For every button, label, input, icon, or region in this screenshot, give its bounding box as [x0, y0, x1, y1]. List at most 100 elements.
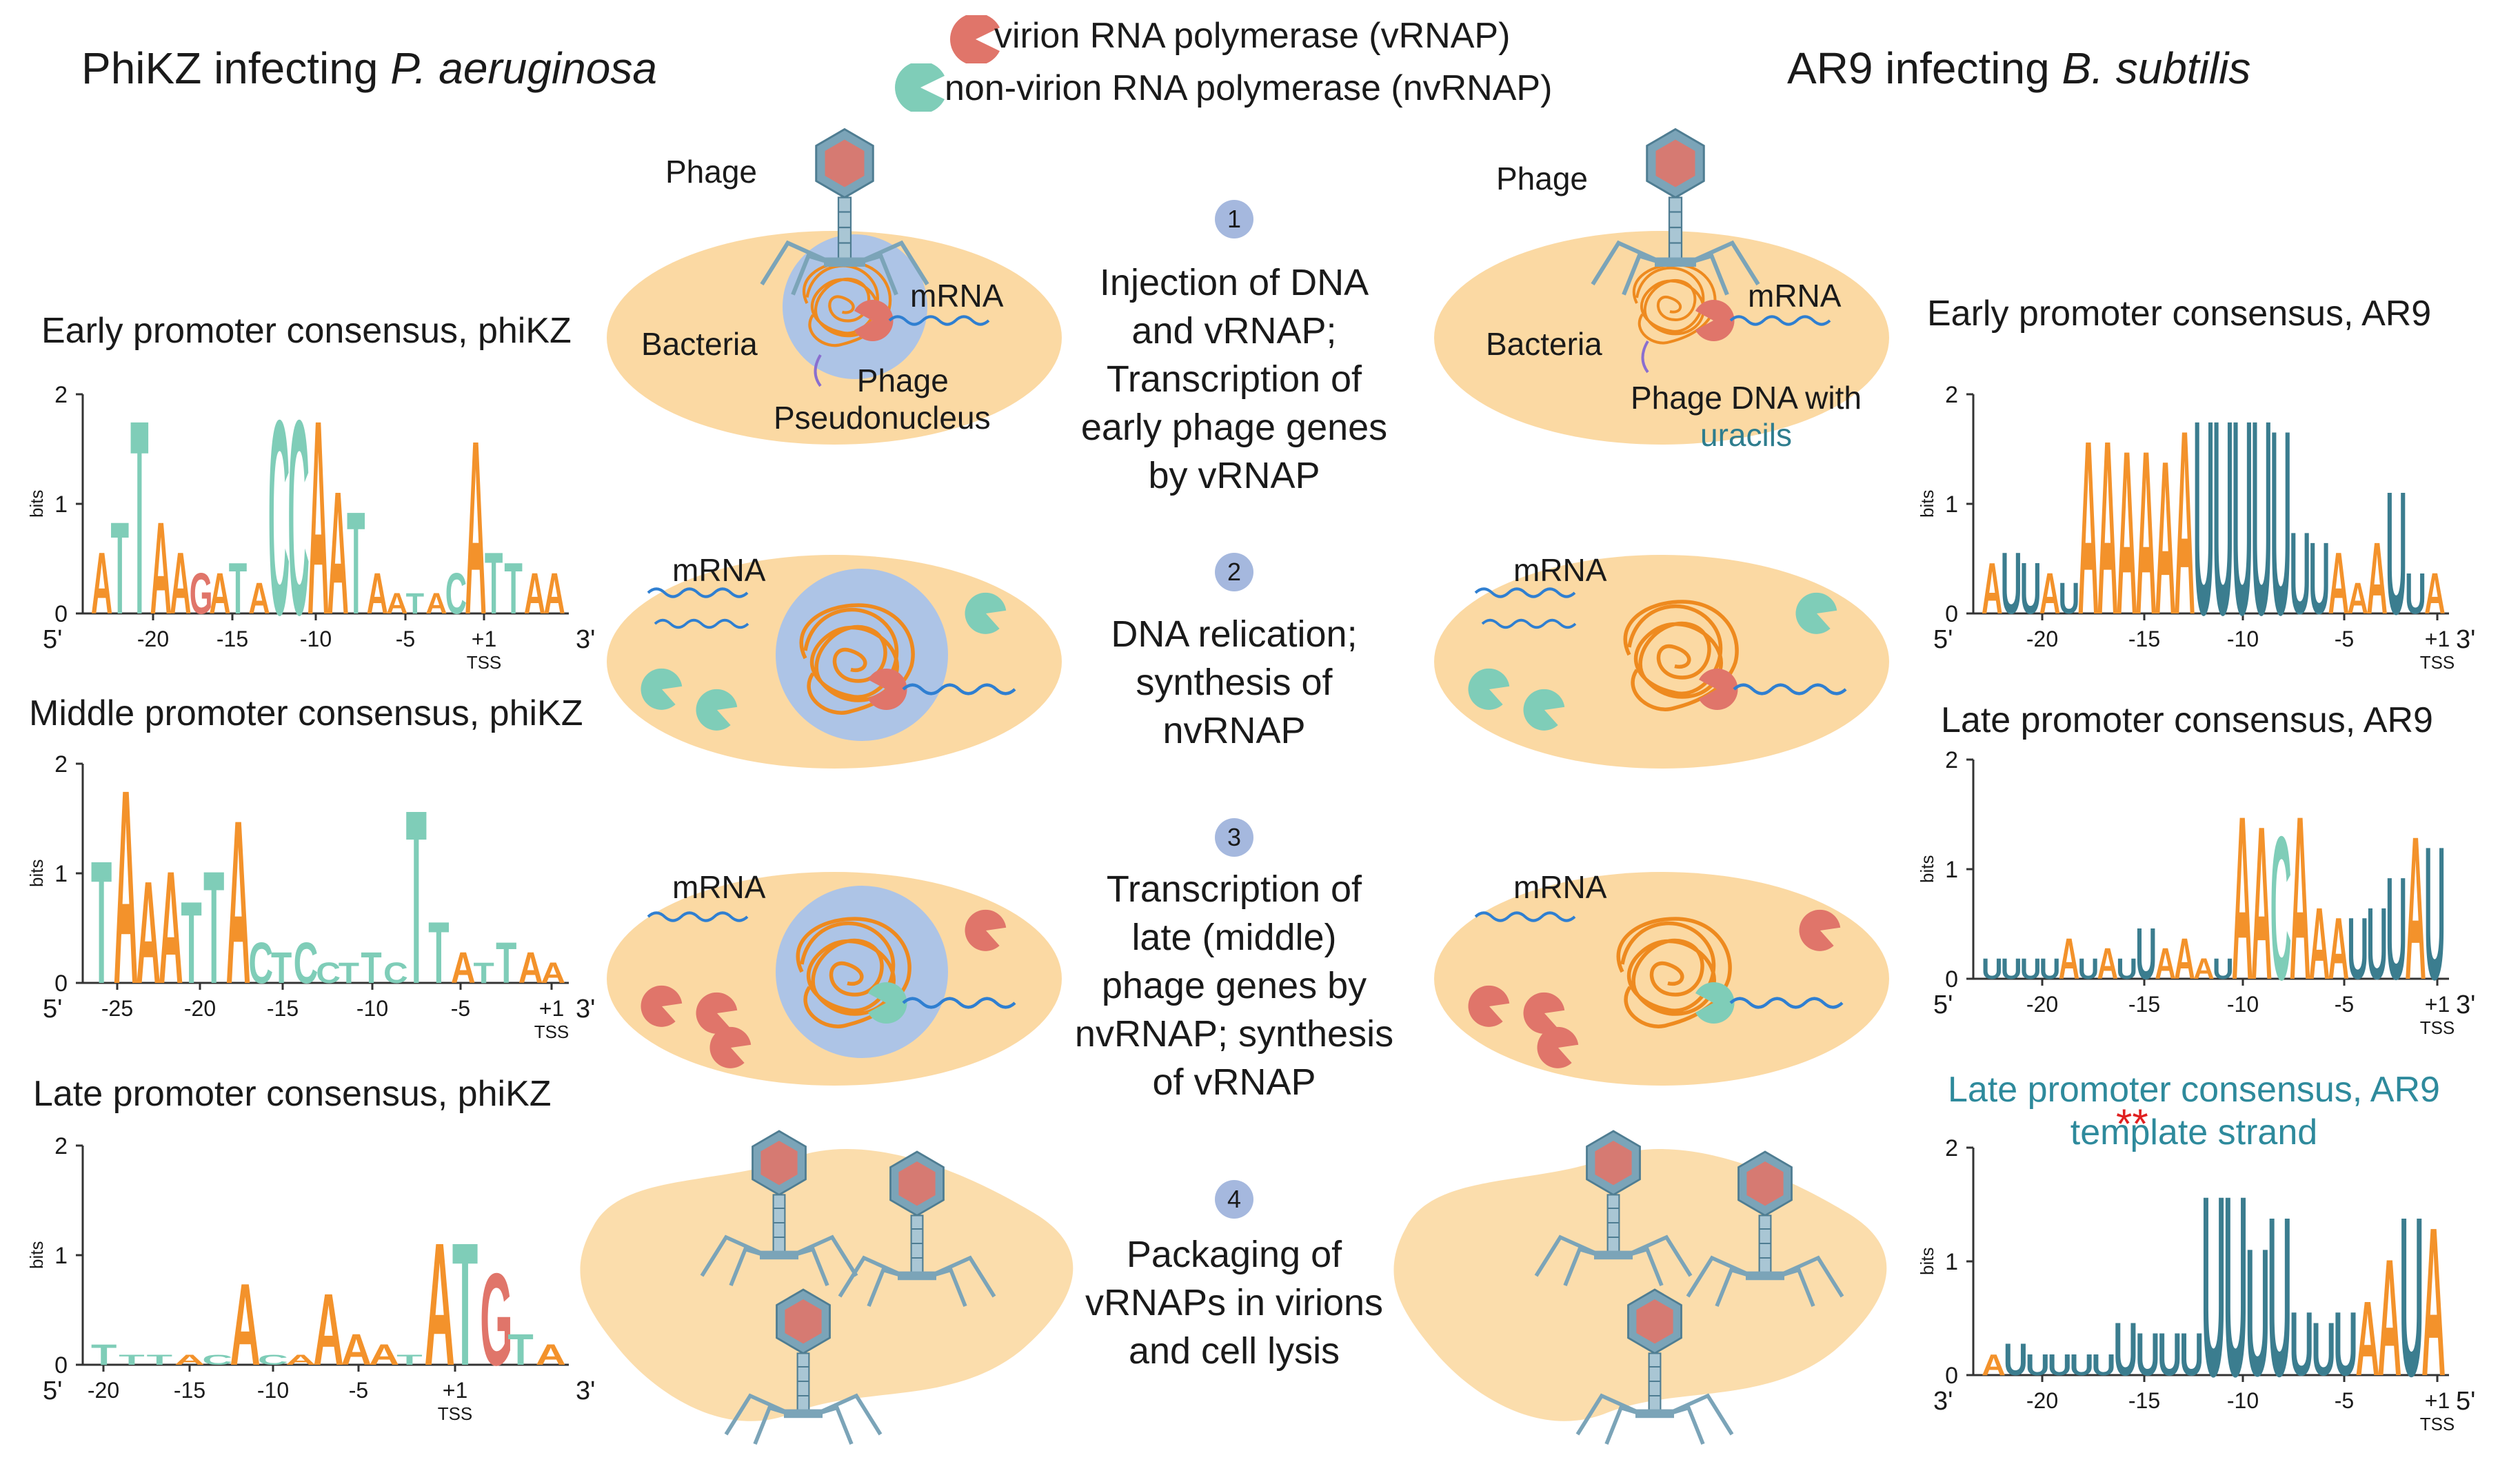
logo-letter: A [2421, 1183, 2446, 1421]
logo-letter: U [2113, 1308, 2137, 1392]
logo-y-tick-label: 2 [54, 382, 68, 408]
logo-letter: U [2399, 1169, 2424, 1423]
step-1-badge: 1 [1215, 200, 1253, 238]
logo-x-tick-label: -5 [451, 996, 470, 1021]
logo-x-tick-label: +1 [539, 996, 564, 1021]
logo-y-label: bits [26, 1241, 47, 1269]
logo-tss-label: TSS [2420, 652, 2455, 673]
logo-letter: U [2059, 575, 2080, 624]
logo-letter: G [480, 1247, 513, 1394]
logo-letter: A [2328, 900, 2350, 998]
logo-end-right: 3' [576, 625, 595, 654]
label-mrna-r3-left: mRNA [672, 869, 766, 905]
logo-letter: T [361, 944, 381, 993]
logo-letter: T [406, 758, 427, 1036]
logo-marker: ** [2116, 1101, 2148, 1147]
logo-x-tick-label: -20 [2026, 627, 2058, 651]
logo-letter: U [2116, 953, 2137, 985]
logo-end-right: 3' [576, 995, 595, 1024]
logo-x-tick-label: -10 [2227, 1388, 2259, 1413]
logo-letter: T [406, 587, 425, 620]
logo-letter: A [543, 561, 565, 626]
logo-x-tick-label: -15 [174, 1378, 205, 1403]
logo-letter: C [445, 561, 467, 626]
logo-x-tick-label: -15 [2128, 992, 2160, 1017]
logo-x-tick-label: -15 [2128, 627, 2160, 651]
logo-letter: U [2026, 1348, 2050, 1381]
logo-x-tick-label: +1 [2425, 1388, 2450, 1413]
logo-letter: A [541, 956, 565, 989]
logo-letter: U [2251, 363, 2273, 673]
logo-letter: U [2135, 1321, 2159, 1389]
logo-letter: U [2039, 953, 2061, 985]
logo-end-right: 3' [576, 1376, 595, 1405]
logo-letter: U [2020, 953, 2042, 985]
logo-x-tick-label: -15 [267, 996, 299, 1021]
logo-letter: A [2078, 390, 2099, 667]
logo-end-left: 5' [43, 625, 62, 654]
logo-letter: U [2078, 953, 2099, 985]
logo-letter: U [2048, 1348, 2072, 1381]
logo-y-tick-label: 0 [54, 601, 68, 627]
logo-letter: U [2070, 1348, 2094, 1381]
logo-y-tick-label: 1 [1945, 857, 1958, 883]
logo-letter: A [536, 1339, 566, 1371]
logo-y-tick-label: 2 [1945, 382, 1958, 408]
logo-y-label: bits [1917, 490, 1937, 518]
logo-y-label: bits [1917, 855, 1937, 883]
logo-letter: C [383, 956, 408, 989]
logo-letter: A [2039, 561, 2061, 627]
step-4-badge: 4 [1215, 1180, 1253, 1219]
logo-letter: U [2001, 953, 2022, 985]
logo-letter: T [474, 956, 494, 989]
logo-letter: T [396, 1352, 422, 1368]
logo-y-tick-label: 1 [54, 491, 68, 518]
logo-x-tick-label: -5 [2335, 1388, 2354, 1413]
logo-letter: A [150, 496, 172, 642]
logo-letter: A [341, 1325, 372, 1374]
legend-vrnap: virion RNA polymerase (vRNAP) [994, 16, 1511, 56]
logo-x-tick-label: +1 [2425, 627, 2450, 651]
logo-x-tick-label: -10 [356, 996, 388, 1021]
logo-y-tick-label: 2 [54, 751, 68, 777]
logo-letter: A [367, 561, 388, 626]
logo-x-tick-label: -5 [2335, 627, 2354, 651]
logo-letter: A [328, 455, 349, 651]
logo-letter: C [248, 930, 273, 995]
logo-letter: U [2179, 1321, 2204, 1389]
logo-title-early-phikz: Early promoter consensus, phiKZ [41, 311, 572, 351]
logo-letter: A [2155, 416, 2176, 661]
logo-x-tick-label: -10 [2227, 627, 2259, 651]
logo-letter: A [451, 944, 476, 993]
logo-letter: U [2224, 1142, 2248, 1430]
logo-letter: U [2213, 953, 2234, 985]
logo-letter: C [268, 363, 290, 673]
logo-letter: T [485, 535, 503, 633]
logo-x-tick-label: -20 [2026, 1388, 2058, 1413]
label-mrna-r2-right: mRNA [1513, 552, 1607, 588]
logo-end-left: 5' [43, 1376, 62, 1405]
logo-x-tick-label: -15 [2128, 1388, 2160, 1413]
logo-letter: A [2174, 375, 2195, 669]
logo-letter: A [313, 1273, 343, 1388]
logo-letter: A [2059, 926, 2080, 992]
logo-y-tick-label: 2 [1945, 1135, 1958, 1161]
logo-letter: T [507, 1325, 533, 1374]
logo-x-tick-label: -20 [88, 1378, 119, 1403]
logo-letter: C [316, 956, 341, 989]
logo-letter: A [230, 1260, 260, 1390]
logo-letter: T [229, 549, 247, 630]
logo-letter: A [425, 1208, 455, 1403]
logo-x-tick-label: -5 [349, 1378, 368, 1403]
logo-letter: A [174, 1352, 205, 1368]
logo-end-right: 3' [2456, 625, 2475, 654]
logo-letter: T [203, 837, 224, 1017]
logo-letter: A [369, 1339, 399, 1371]
logo-letter: A [2290, 768, 2311, 1029]
logo-y-label: bits [1917, 1248, 1937, 1275]
logo-letter: T [91, 1339, 117, 1371]
logo-end-left: 5' [1933, 990, 1953, 1019]
logo-letter: U [2232, 363, 2253, 673]
